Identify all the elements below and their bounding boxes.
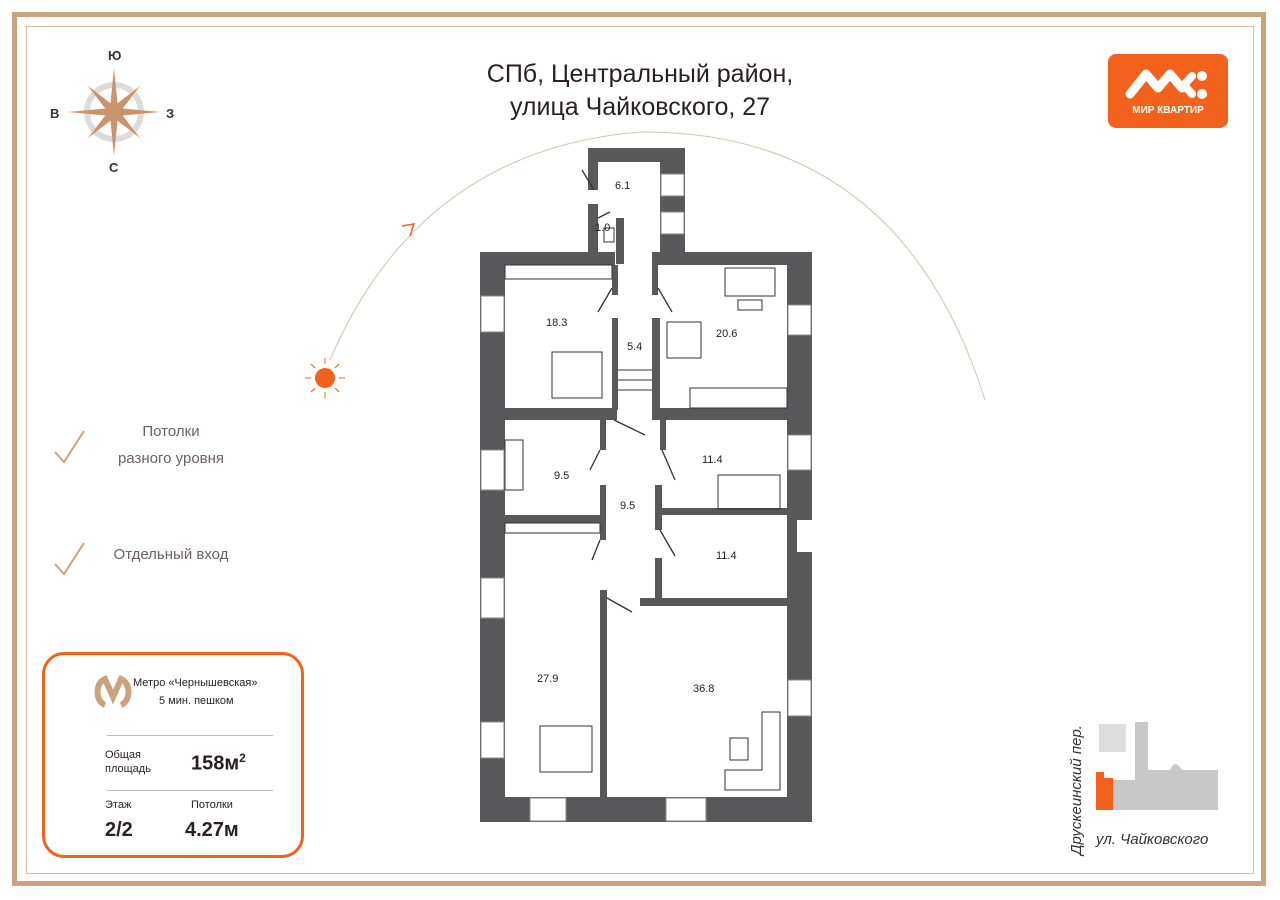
room-area-label: 1.0: [595, 222, 611, 234]
info-card: Метро «Чернышевская» 5 мин. пешком Общая…: [42, 652, 304, 858]
floor-label: Этаж: [105, 799, 132, 811]
room-area-label: 9.5: [620, 500, 636, 512]
metro-name: Метро «Чернышевская»: [133, 677, 258, 689]
area-unit: 2: [239, 751, 246, 765]
title-line-2: улица Чайковского, 27: [509, 93, 771, 121]
street-label-vertical: Друскеинский пер.: [1068, 725, 1085, 855]
ceiling-value: 4.27м: [185, 819, 239, 841]
street-label-horizontal: ул. Чайковского: [1096, 831, 1209, 848]
feature-text: Потолки: [142, 423, 200, 440]
page-frame: [12, 12, 1266, 886]
direction-arrow-icon: [401, 223, 416, 237]
metro-walk-time: 5 мин. пешком: [159, 695, 234, 707]
room-area-label: 6.1: [615, 180, 631, 192]
logo-text: МИР КВАРТИР: [1132, 105, 1204, 116]
metro-icon: [94, 675, 132, 708]
ceiling-label: Потолки: [191, 799, 233, 811]
room-area-label: 36.8: [693, 683, 715, 695]
floor-value: 2/2: [105, 819, 133, 841]
room-area-label: 5.4: [627, 341, 643, 353]
compass-south-label: Ю: [108, 48, 122, 63]
check-icon: [54, 542, 85, 576]
check-icon: [54, 430, 85, 464]
title-line-1: СПб, Центральный район,: [486, 60, 794, 88]
room-area-label: 20.6: [716, 328, 738, 340]
room-area-label: 18.3: [546, 317, 568, 329]
doors: [581, 169, 676, 613]
compass-east-label: З: [166, 106, 175, 121]
compass-north-label: С: [109, 160, 119, 175]
logo-mark-icon: [1125, 69, 1207, 99]
windows: [480, 173, 812, 822]
area-label: площадь: [105, 763, 151, 775]
compass-rose: Ю В З С: [40, 40, 200, 185]
address-title: СПб, Центральный район, улица Чайковског…: [420, 58, 860, 124]
divider: [107, 735, 273, 736]
compass-icon: [68, 68, 160, 156]
area-label: Общая: [105, 749, 141, 761]
area-value: 158м2: [191, 751, 246, 776]
page-frame-inner: [26, 26, 1254, 874]
area-number: 158м: [191, 752, 240, 775]
room-area-label: 27.9: [537, 673, 559, 685]
brand-logo: МИР КВАРТИР: [1108, 54, 1228, 128]
sun-icon: [305, 358, 345, 398]
compass-west-label: В: [50, 106, 60, 121]
room-area-label: 9.5: [554, 470, 570, 482]
furniture: [504, 227, 788, 791]
feature-text: Отдельный вход: [113, 546, 229, 563]
feature-entrance: Отдельный вход: [96, 541, 246, 568]
divider: [107, 790, 273, 791]
room-area-label: 11.4: [716, 550, 737, 562]
feature-ceilings: Потолки разного уровня: [96, 418, 246, 472]
room-area-label: 11.4: [702, 454, 723, 466]
feature-text: разного уровня: [117, 450, 225, 467]
